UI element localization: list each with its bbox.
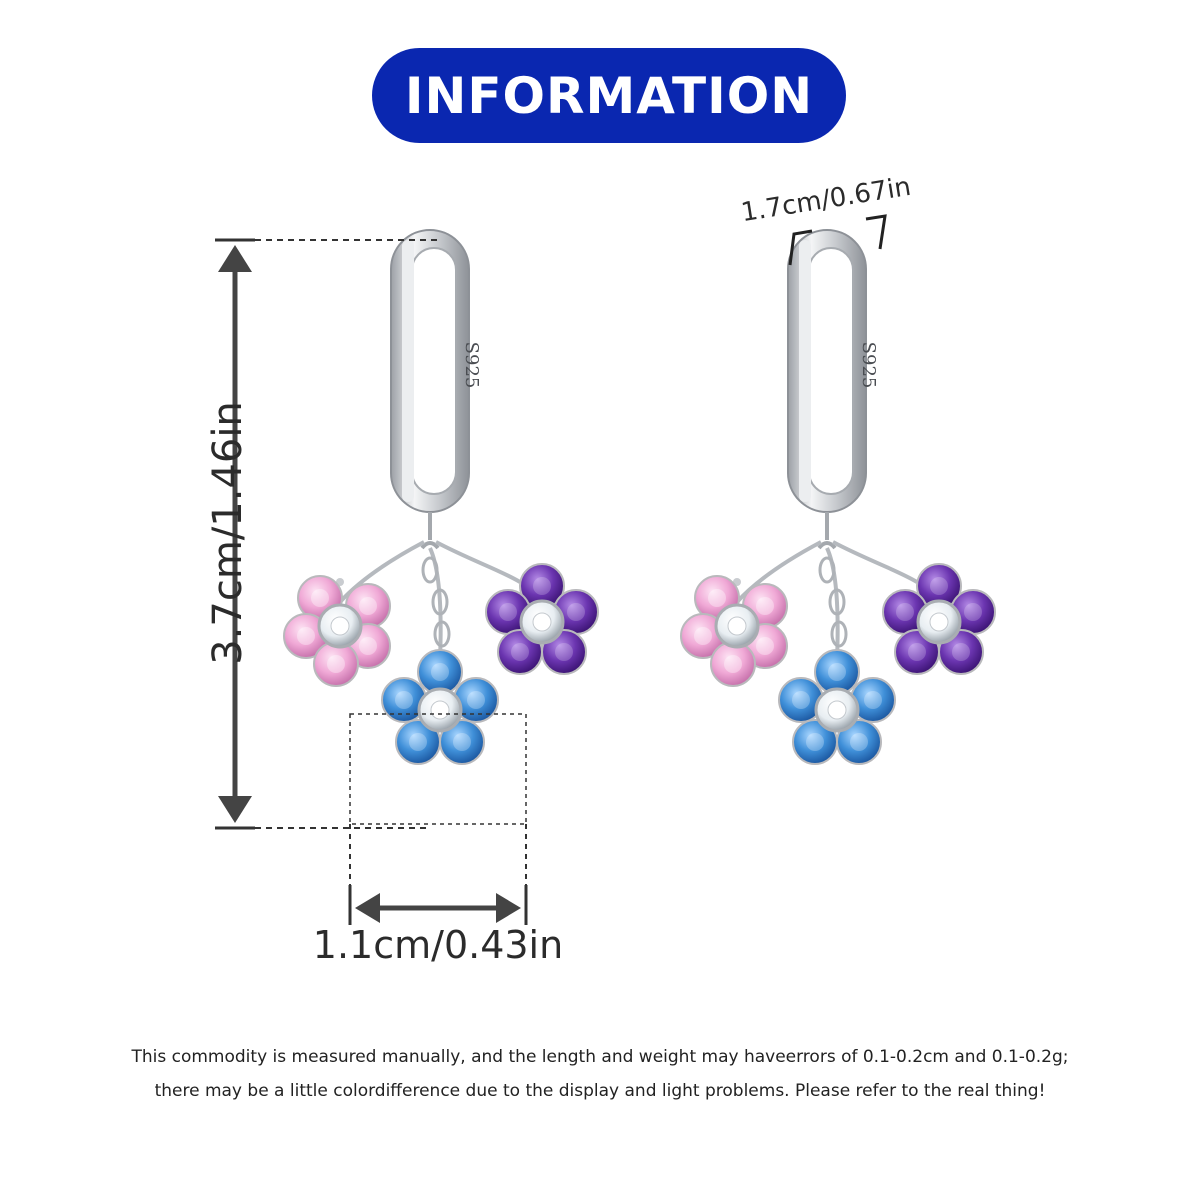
information-banner: INFORMATION — [372, 48, 846, 143]
banner-title: INFORMATION — [404, 66, 814, 125]
width-label: 1.1cm/0.43in — [312, 923, 564, 967]
disclaimer-line-2: there may be a little colordifference du… — [154, 1081, 1046, 1101]
hoop-stamp-left: S925 — [461, 342, 482, 389]
left-earring — [284, 230, 598, 764]
right-earring — [681, 230, 995, 764]
height-dimension — [215, 238, 440, 830]
disclaimer-line-1: This commodity is measured manually, and… — [131, 1047, 1069, 1067]
disclaimer: This commodity is measured manually, and… — [40, 1040, 1160, 1108]
loop-dimension — [788, 214, 887, 266]
width-dimension — [348, 713, 528, 925]
hoop-stamp-right: S925 — [858, 342, 879, 389]
height-label: 3.7cm/1.46in — [205, 401, 251, 665]
